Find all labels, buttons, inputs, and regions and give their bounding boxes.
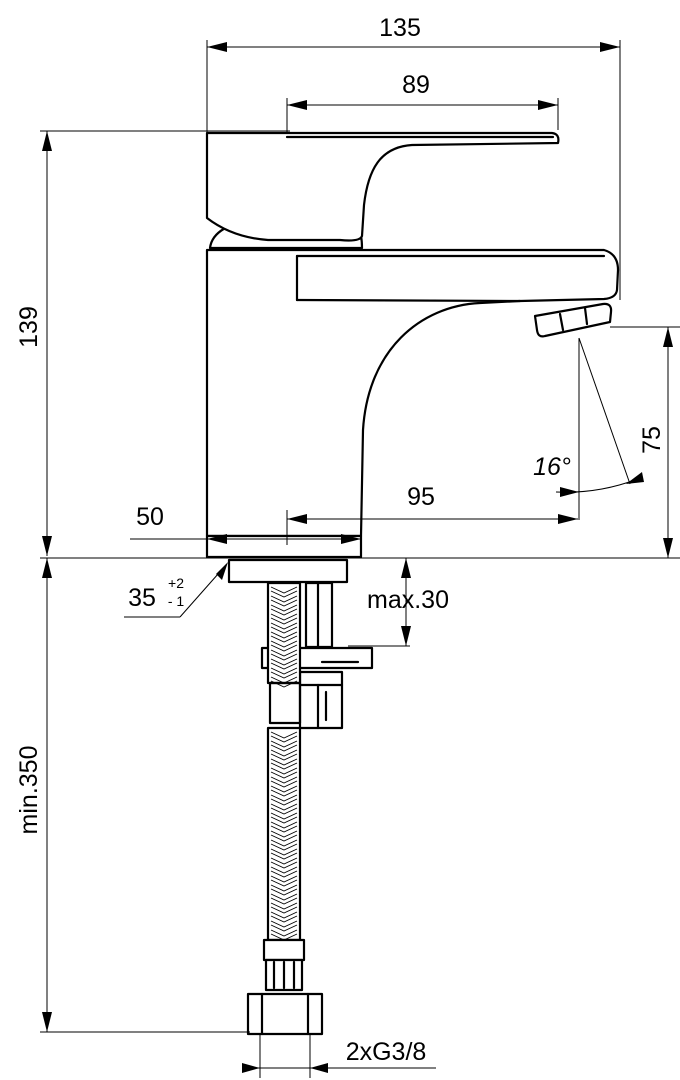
dimension-label-deck-thickness: max.30 — [367, 586, 449, 614]
dimension-label-base-diameter: 50 — [136, 503, 164, 531]
flexible-hose — [246, 581, 324, 1036]
dimension-tolerance-plus: +2 — [168, 575, 184, 591]
dimension-label-mounting-hole: 35 — [128, 584, 156, 612]
dimension-tolerance-minus: - 1 — [168, 593, 185, 609]
dimension-label-spout-angle: 16° — [533, 453, 571, 481]
dimension-label-lever-width: 89 — [402, 71, 430, 99]
dimension-spout-angle: 16° — [533, 453, 644, 497]
dimension-spout-clearance: 75 — [578, 326, 680, 558]
dimension-label-overall-height: 139 — [15, 306, 43, 348]
dimension-label-hose-connection: 2xG3/8 — [346, 1038, 427, 1066]
dimension-label-overall-width: 135 — [379, 14, 421, 42]
dimension-hose-connection: 2xG3/8 — [242, 1034, 436, 1078]
dimension-hose-length: min.350 — [15, 558, 250, 1033]
dimension-overall-width: 135 — [206, 14, 621, 300]
dimension-label-spout-reach: 95 — [407, 483, 435, 511]
dimension-mounting-hole: 35 +2 - 1 — [124, 562, 228, 618]
dimension-label-spout-clearance: 75 — [638, 426, 666, 454]
faucet-body — [205, 131, 620, 559]
mounting-hardware — [227, 558, 374, 730]
dimension-spout-reach: 95 — [286, 483, 578, 545]
dimension-label-hose-length: min.350 — [15, 746, 43, 835]
dimension-deck-thickness: max.30 — [348, 558, 449, 647]
dimension-lever-width: 89 — [286, 71, 559, 140]
dimension-overall-height: 139 — [15, 130, 290, 556]
dimension-base-diameter: 50 — [130, 503, 361, 544]
